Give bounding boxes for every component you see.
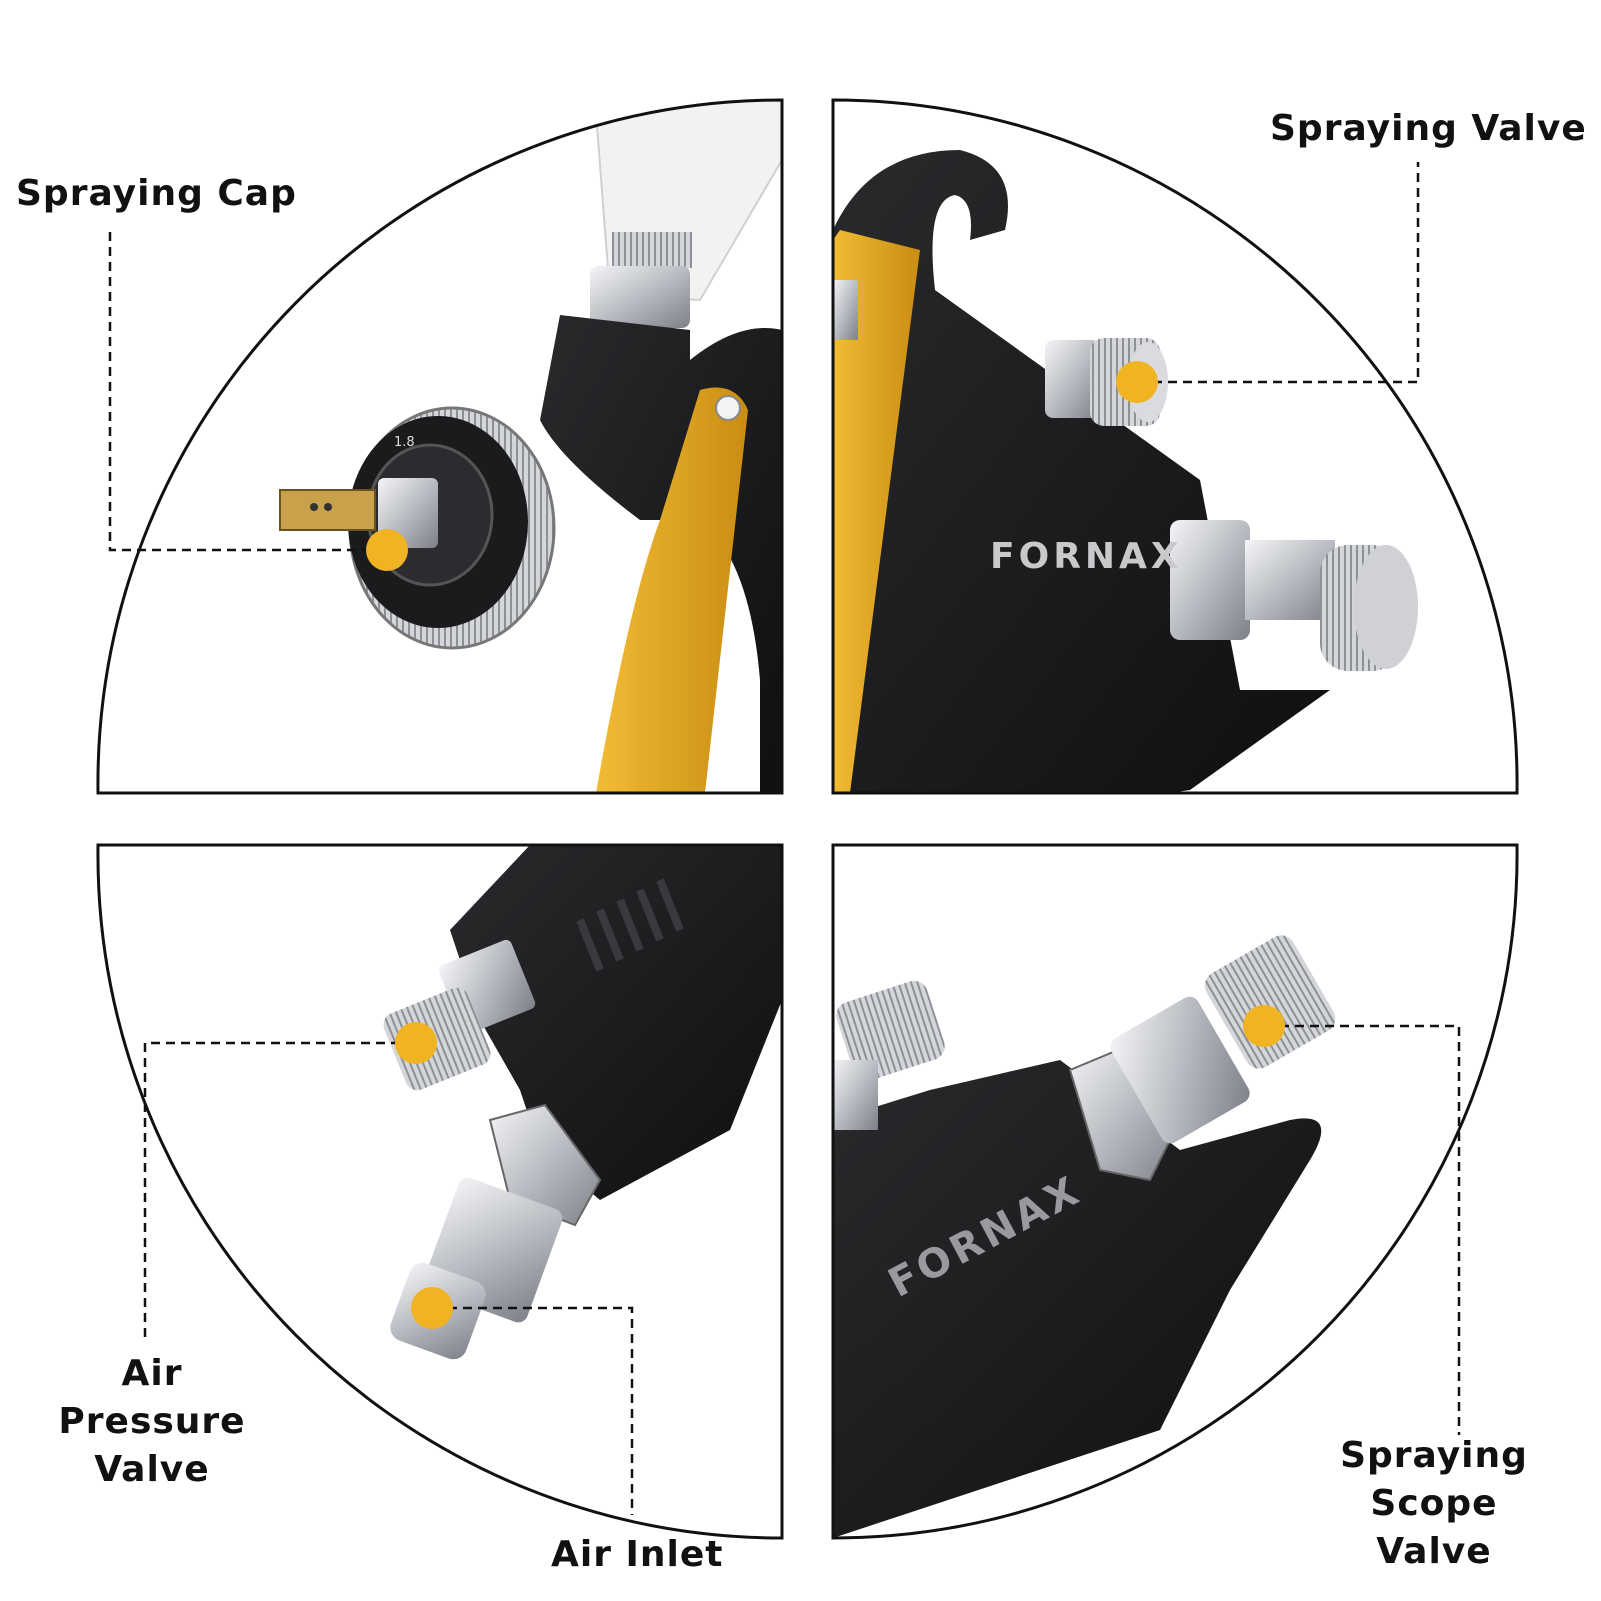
quadrant-frame-top-left <box>96 98 784 795</box>
nozzle-size-marking: 1.8 <box>394 435 415 450</box>
marker-dot-spraying-scope-valve <box>1243 1005 1285 1047</box>
quadrant-spraying-cap: 1.8 <box>96 98 784 795</box>
leader-line-spraying-cap <box>108 232 385 552</box>
label-air-pressure-valve-line1: Air Pressure <box>58 1353 246 1442</box>
spray-gun-rear-photo: FORNAX <box>833 935 1336 1538</box>
leader-line-spraying-scope-valve <box>1265 1024 1461 1435</box>
label-air-pressure-valve-line2: Valve <box>94 1449 210 1490</box>
quadrant-frame-bottom-left <box>96 843 784 1540</box>
quadrant-frame-top-right <box>831 98 1519 795</box>
quadrant-air-inlet <box>96 843 784 1540</box>
quadrant-spraying-valve: FORNAX <box>831 98 1519 795</box>
brand-logo-fornax: FORNAX <box>990 536 1183 577</box>
marker-dot-air-inlet <box>411 1287 453 1329</box>
leader-line-air-inlet <box>433 1306 634 1515</box>
marker-dot-spraying-valve <box>1116 361 1158 403</box>
leader-line-air-pressure-valve <box>143 1041 415 1343</box>
marker-dot-spraying-cap <box>366 529 408 571</box>
label-spraying-scope-valve-line2: Valve <box>1376 1531 1492 1572</box>
leader-line-spraying-valve <box>1138 162 1420 384</box>
spray-gun-body-photo: FORNAX <box>833 150 1418 793</box>
spray-gun-nozzle-photo: 1.8 <box>279 100 782 793</box>
label-spraying-scope-valve: Spraying Scope Valve <box>1278 1432 1590 1576</box>
label-spraying-cap: Spraying Cap <box>16 173 297 214</box>
marker-dot-air-pressure-valve <box>395 1022 437 1064</box>
quadrant-frame-bottom-right <box>831 843 1519 1540</box>
quadrant-spraying-scope-valve: FORNAX <box>831 843 1519 1540</box>
label-air-inlet: Air Inlet <box>551 1534 724 1575</box>
spray-gun-handle-photo <box>383 845 782 1360</box>
label-spraying-valve: Spraying Valve <box>1270 108 1587 149</box>
label-spraying-scope-valve-line1: Spraying Scope <box>1340 1435 1528 1524</box>
label-air-pressure-valve: Air Pressure Valve <box>22 1350 282 1494</box>
